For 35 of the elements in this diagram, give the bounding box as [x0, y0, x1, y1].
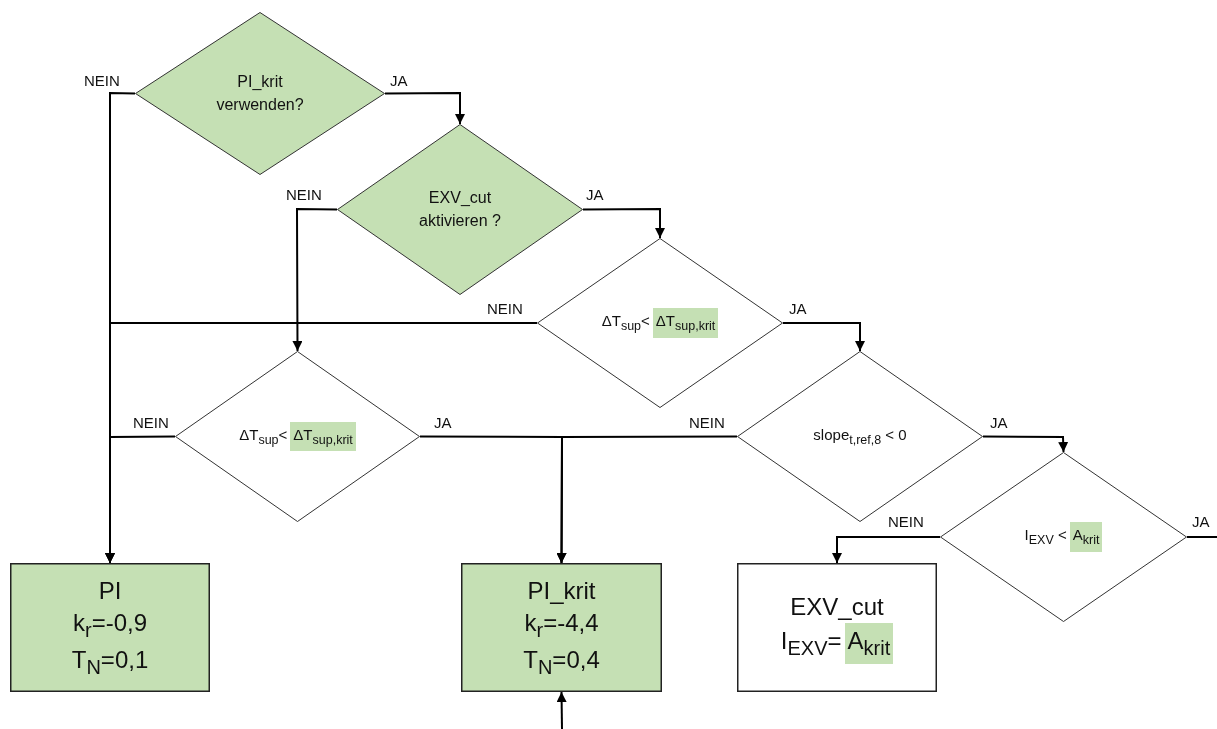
decision-diamond: [135, 12, 385, 175]
node-text: k$_{r}$=-0,9: [72, 607, 147, 643]
arrow: [384, 92, 465, 125]
arrow: [556, 435, 738, 564]
node-text: I$_{EXV}$=: [780, 626, 842, 662]
process-box: [737, 563, 937, 692]
node-text: I$_{EXV}$ <: [1024, 525, 1067, 550]
decision-diamond: [175, 351, 420, 522]
node-text: PI_krit verwenden?: [215, 72, 305, 115]
node-text: PI_krit: [527, 575, 596, 606]
node-text: ΔT$_{sup}$<: [601, 311, 650, 336]
node-text: slope$_{t,ref,8}$ < 0: [813, 424, 907, 449]
highlighted-text: A$_{krit}$: [844, 623, 894, 665]
node-text: T$_{N}$=0,4: [523, 644, 600, 680]
arrow: [582, 208, 665, 239]
node-text: ΔT$_{sup}$<: [239, 424, 288, 449]
highlighted-text: A$_{krit}$: [1069, 522, 1103, 552]
node-text: PI: [98, 575, 122, 606]
node-text: EXV_cut aktivieren ?: [418, 188, 502, 231]
decision-diamond: [537, 238, 783, 408]
process-box: [461, 563, 662, 692]
highlighted-text: ΔT$_{sup,krit}$: [652, 308, 719, 338]
arrow: [556, 691, 567, 729]
process-box: [10, 563, 210, 692]
arrow: [292, 208, 338, 352]
arrow: [782, 322, 865, 352]
highlighted-text: ΔT$_{sup,krit}$: [290, 421, 356, 452]
decision-diamond: [337, 124, 583, 295]
arrow: [982, 435, 1069, 453]
decision-diamond: [940, 452, 1187, 622]
node-text: k$_{r}$=-4,4: [524, 607, 599, 643]
node-text: EXV_cut: [790, 591, 884, 622]
arrow: [105, 435, 176, 564]
arrow: [832, 536, 941, 564]
node-text: T$_{N}$=0,1: [71, 644, 149, 680]
